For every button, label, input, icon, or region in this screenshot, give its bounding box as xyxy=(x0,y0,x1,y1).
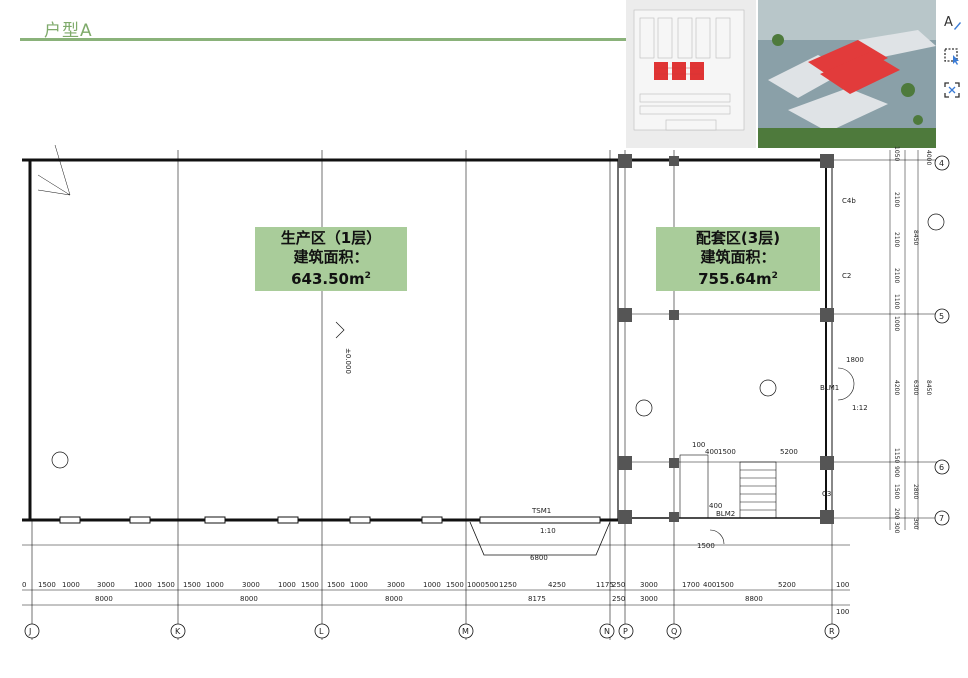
axis-label-4: 4 xyxy=(939,159,944,168)
elevation-marker: ±0.000 xyxy=(335,321,352,374)
bottom-bay-dimensions: 8000 8000 8000 8175 250 3000 8800 100 xyxy=(95,595,849,616)
svg-text:5200: 5200 xyxy=(778,581,796,589)
svg-text:1500: 1500 xyxy=(38,581,56,589)
svg-text:1500: 1500 xyxy=(301,581,319,589)
svg-text:8000: 8000 xyxy=(95,595,113,603)
svg-text:1000: 1000 xyxy=(206,581,224,589)
svg-text:100: 100 xyxy=(836,608,849,616)
axis-label-N: N xyxy=(604,627,610,636)
svg-text:3000: 3000 xyxy=(640,595,658,603)
axis-label-J: J xyxy=(28,627,31,636)
right-axis-markers: 4 5 6 7 xyxy=(934,155,950,526)
svg-text:250: 250 xyxy=(612,581,625,589)
svg-text:1000: 1000 xyxy=(423,581,441,589)
svg-text:250: 250 xyxy=(612,595,625,603)
text-annotate-icon[interactable]: A xyxy=(940,10,964,34)
inner-dimensions: 1800 5200 1500 400 6800 1500 100 400 xyxy=(530,356,864,562)
axis-label-7: 7 xyxy=(939,514,944,523)
svg-text:3000: 3000 xyxy=(387,581,405,589)
svg-text:0: 0 xyxy=(22,581,26,589)
axis-label-L: L xyxy=(319,627,324,636)
support-zone-area: 建筑面积：755.64m2 xyxy=(698,248,778,288)
axis-label-5: 5 xyxy=(939,312,944,321)
svg-text:TSM1: TSM1 xyxy=(531,507,551,515)
svg-text:BLM1: BLM1 xyxy=(820,384,839,392)
svg-text:100: 100 xyxy=(692,441,705,449)
svg-text:500: 500 xyxy=(485,581,498,589)
site-plan-image xyxy=(626,0,756,148)
svg-text:1800: 1800 xyxy=(846,356,864,364)
support-zone-label: 配套区(3层) 建筑面积：755.64m2 xyxy=(656,227,820,291)
svg-text:3000: 3000 xyxy=(640,581,658,589)
section-markers xyxy=(51,213,945,469)
svg-text:A: A xyxy=(944,15,953,30)
production-zone-area: 建筑面积：643.50m2 xyxy=(291,248,371,288)
svg-text:BLM2: BLM2 xyxy=(716,510,735,518)
svg-text:8800: 8800 xyxy=(745,595,763,603)
structural-columns xyxy=(618,154,834,524)
svg-text:3000: 3000 xyxy=(97,581,115,589)
svg-text:1:10: 1:10 xyxy=(540,527,556,535)
aerial-render-thumbnail[interactable] xyxy=(758,0,936,148)
svg-text:1700: 1700 xyxy=(682,581,700,589)
production-zone-label: 生产区（1层） 建筑面积：643.50m2 xyxy=(255,227,407,291)
region-select-icon[interactable] xyxy=(940,44,964,68)
axis-label-R: R xyxy=(829,627,835,636)
svg-text:1000: 1000 xyxy=(350,581,368,589)
svg-text:8175: 8175 xyxy=(528,595,546,603)
svg-text:5200: 5200 xyxy=(780,448,798,456)
annotation-marks: TSM1 BLM2 1:10 C4b C3 C2 1:12 BLM1 xyxy=(531,197,868,535)
axis-label-Q: Q xyxy=(671,627,677,636)
svg-text:1500: 1500 xyxy=(183,581,201,589)
annotation-toolbar: A xyxy=(936,0,968,110)
bottom-detail-dimensions: 0 1500 1000 3000 1000 1500 1500 1000 300… xyxy=(22,581,849,589)
svg-text:400: 400 xyxy=(705,448,718,456)
site-plan-thumbnail[interactable] xyxy=(626,0,756,148)
svg-text:400: 400 xyxy=(703,581,716,589)
svg-text:8000: 8000 xyxy=(385,595,403,603)
axis-label-M: M xyxy=(462,627,469,636)
svg-text:C3: C3 xyxy=(822,490,831,498)
svg-text:1000: 1000 xyxy=(467,581,485,589)
svg-text:4250: 4250 xyxy=(548,581,566,589)
svg-text:C4b: C4b xyxy=(842,197,856,205)
title-divider xyxy=(20,38,626,41)
svg-text:1175: 1175 xyxy=(596,581,614,589)
page-title: 户型A xyxy=(44,21,93,41)
svg-text:1500: 1500 xyxy=(157,581,175,589)
fit-screen-icon[interactable] xyxy=(940,78,964,102)
svg-text:100: 100 xyxy=(836,581,849,589)
svg-text:1000: 1000 xyxy=(134,581,152,589)
svg-text:1500: 1500 xyxy=(697,542,715,550)
svg-text:6800: 6800 xyxy=(530,554,548,562)
support-zone-name: 配套区(3层) xyxy=(695,229,781,247)
svg-text:1000: 1000 xyxy=(278,581,296,589)
axis-label-P: P xyxy=(623,627,628,636)
production-zone-name: 生产区（1层） xyxy=(280,229,382,247)
svg-text:C2: C2 xyxy=(842,272,851,280)
axis-label-K: K xyxy=(175,627,181,636)
svg-text:1:12: 1:12 xyxy=(852,404,868,412)
axis-label-6: 6 xyxy=(939,463,944,472)
svg-text:8000: 8000 xyxy=(240,595,258,603)
svg-text:±0.000: ±0.000 xyxy=(344,348,352,374)
svg-text:1500: 1500 xyxy=(446,581,464,589)
svg-text:1000: 1000 xyxy=(62,581,80,589)
svg-text:1500: 1500 xyxy=(718,448,736,456)
svg-text:3000: 3000 xyxy=(242,581,260,589)
bottom-axis-markers: J K L M N P Q R xyxy=(24,623,840,639)
aerial-render-image xyxy=(758,0,936,148)
svg-text:1500: 1500 xyxy=(327,581,345,589)
svg-text:1250: 1250 xyxy=(499,581,517,589)
floor-plan-drawing: J K L M N P Q R 4 5 6 7 0 1500 1000 3000… xyxy=(22,144,950,640)
svg-text:1500: 1500 xyxy=(716,581,734,589)
svg-text:400: 400 xyxy=(709,502,722,510)
